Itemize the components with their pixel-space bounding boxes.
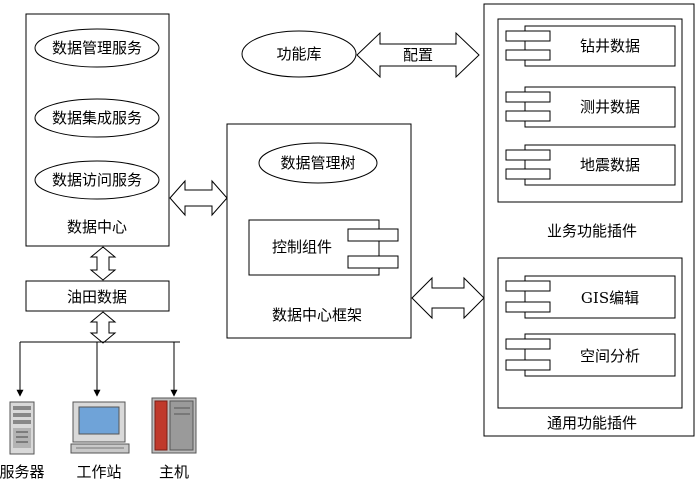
tree-label: 数据管理树	[280, 154, 355, 172]
service-ellipse-integrate: 数据集成服务	[34, 98, 160, 138]
data-center-framework: 数据管理树 控制组件 数据中心框架	[226, 123, 412, 339]
plugin-port	[505, 301, 551, 313]
data-center-label: 数据中心	[67, 218, 127, 236]
plugin-port	[505, 110, 551, 122]
business-plugins-label: 业务功能插件	[547, 222, 637, 240]
device-bus	[16, 341, 180, 397]
plugin-port	[505, 280, 551, 292]
arrow-oilfield-devices	[89, 311, 117, 344]
arrow-datacenter-framework	[169, 179, 228, 217]
service-label: 数据集成服务	[52, 109, 142, 127]
arrow-framework-plugins	[411, 276, 485, 320]
plugin-port	[505, 149, 551, 161]
plugin-item-drilling: 钻井数据	[505, 25, 676, 67]
plugin-port	[505, 91, 551, 103]
service-ellipse-access: 数据访问服务	[34, 160, 160, 200]
function-library-label: 功能库	[276, 45, 321, 63]
plugin-item-spatial: 空间分析	[505, 333, 676, 377]
business-plugins: 钻井数据 测井数据 地震数据	[497, 18, 683, 203]
plugin-item-logging: 测井数据	[505, 86, 676, 128]
plugin-item-seismic: 地震数据	[505, 144, 676, 186]
device-label-server: 服务器	[0, 463, 45, 481]
plugin-port	[505, 168, 551, 180]
function-library: 功能库	[241, 30, 357, 78]
plugin-port	[505, 338, 551, 350]
control-component: 控制组件	[248, 219, 399, 276]
workstation-icon	[70, 401, 130, 454]
data-center-group: 数据管理服务 数据集成服务 数据访问服务 数据中心	[25, 13, 170, 247]
arrow-config	[356, 31, 480, 79]
framework-label: 数据中心框架	[272, 306, 362, 324]
plugin-label: 地震数据	[580, 156, 640, 174]
plugin-label: 测井数据	[580, 98, 640, 116]
general-plugins: GIS编辑 空间分析	[497, 257, 683, 409]
plugin-port	[505, 49, 551, 61]
plugin-item-gis: GIS编辑	[505, 275, 676, 319]
arrow-datacenter-oilfield	[89, 246, 117, 281]
mainframe-icon	[151, 397, 197, 454]
plugin-port	[505, 359, 551, 371]
config-label: 配置	[403, 46, 433, 64]
oilfield-data-label: 油田数据	[67, 288, 127, 306]
service-ellipse-manage: 数据管理服务	[34, 28, 160, 68]
general-plugins-label: 通用功能插件	[547, 414, 637, 432]
component-port	[347, 255, 399, 269]
oilfield-data: 油田数据	[25, 280, 170, 312]
data-management-tree: 数据管理树	[258, 142, 378, 184]
service-label: 数据管理服务	[52, 39, 142, 57]
plugin-port	[505, 30, 551, 42]
device-label-mainframe: 主机	[159, 463, 189, 481]
plugin-label: 钻井数据	[580, 37, 640, 55]
service-label: 数据访问服务	[52, 171, 142, 189]
component-port	[347, 228, 399, 242]
server-icon	[9, 401, 35, 455]
plugin-label: 空间分析	[580, 347, 640, 365]
plugin-label: GIS编辑	[581, 289, 639, 307]
device-label-workstation: 工作站	[76, 463, 121, 481]
control-label: 控制组件	[272, 238, 332, 256]
